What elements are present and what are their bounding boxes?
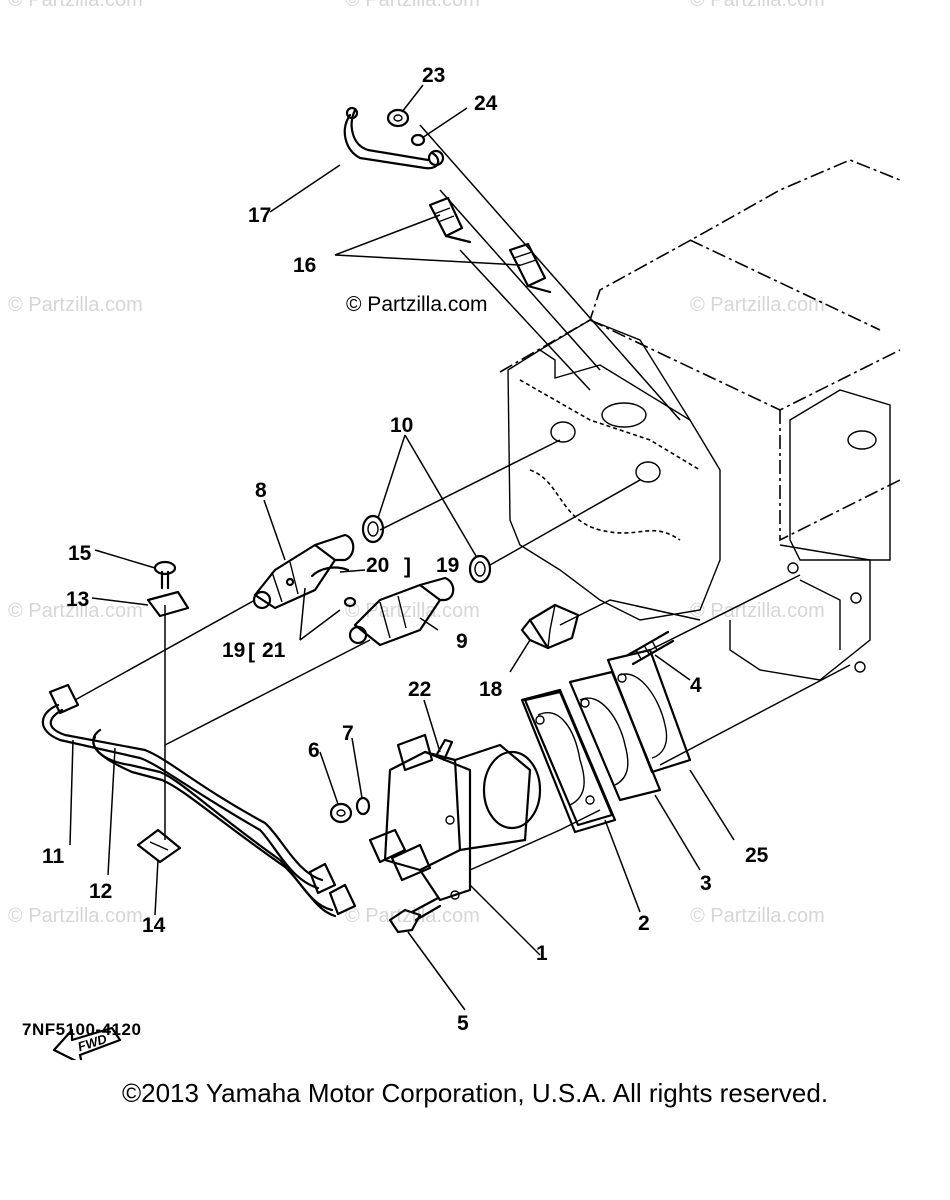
pump-bolt (388, 896, 442, 934)
bracket-mark: [ (248, 640, 255, 663)
callout-22: 22 (408, 678, 431, 701)
callout-1: 1 (536, 942, 548, 965)
callout-8: 8 (255, 479, 267, 502)
watermark: © Partzilla.com (8, 600, 143, 622)
callout-24: 24 (474, 92, 498, 115)
callout-17: 17 (248, 204, 271, 227)
watermark: © Partzilla.com (8, 0, 143, 11)
callout-5: 5 (457, 1012, 469, 1035)
watermark: © Partzilla.com (690, 600, 825, 622)
temperature-sensor (520, 603, 580, 650)
injector-nozzle (348, 576, 455, 647)
callout-15: 15 (68, 542, 92, 565)
callout-13: 13 (66, 588, 89, 611)
fuel-return-pipe (343, 106, 445, 170)
watermark: © Partzilla.com (8, 905, 143, 927)
callout-4: 4 (690, 674, 702, 697)
watermark-center: © Partzilla.com (346, 293, 488, 316)
pipe-clamp (136, 828, 182, 864)
watermark: © Partzilla.com (345, 905, 480, 927)
callout-11: 11 (42, 845, 65, 868)
callout-21: 21 (262, 639, 286, 662)
callout-20: 20 (366, 554, 389, 577)
gasket (520, 688, 617, 834)
callout-2: 2 (638, 912, 650, 935)
drawing-code: 7NF5100-4120 (22, 1020, 142, 1039)
o-ring (361, 514, 385, 544)
stud-bolt (626, 630, 675, 666)
callout-25: 25 (745, 844, 769, 867)
callout-16: 16 (293, 254, 316, 277)
watermark: © Partzilla.com (345, 600, 480, 622)
callout-14: 14 (142, 914, 166, 937)
glow-plug (428, 196, 472, 244)
callout-leaders (69, 84, 735, 1011)
exploded-parts-diagram: © Partzilla.com © Partzilla.com © Partzi… (8, 0, 901, 1060)
callout-3: 3 (700, 872, 712, 895)
callout-19: 19 (436, 554, 459, 577)
callout-6: 6 (308, 739, 320, 762)
gasket (568, 670, 662, 802)
callout-7: 7 (342, 722, 354, 745)
watermark: © Partzilla.com (690, 294, 825, 316)
callout-23: 23 (422, 64, 445, 87)
watermark-layer: © Partzilla.com © Partzilla.com © Partzi… (8, 0, 825, 927)
leak-off-fitting (310, 566, 357, 608)
fuel-injection-pump (368, 733, 542, 902)
watermark: © Partzilla.com (8, 294, 143, 316)
callout-12: 12 (89, 880, 112, 903)
axis-lines (74, 124, 851, 871)
callout-10: 10 (390, 414, 413, 437)
o-ring (468, 554, 492, 584)
engine-block (499, 159, 901, 681)
callout-labels: 23 24 17 16 10 8 15 13 20 ] 19 19 [ 21 9… (42, 64, 769, 1035)
copyright-notice: ©2013 Yamaha Motor Corporation, U.S.A. A… (121, 1078, 829, 1108)
injector-nozzle (252, 533, 355, 610)
bracket-mark: ] (404, 555, 411, 578)
callout-18: 18 (479, 678, 503, 701)
nut-and-washer (329, 796, 371, 824)
callout-19: 19 (222, 639, 245, 662)
watermark: © Partzilla.com (690, 0, 825, 11)
fuel-injection-pipes (41, 683, 357, 918)
screw-and-clamp (146, 560, 190, 618)
callout-9: 9 (456, 630, 468, 653)
glow-plug (508, 242, 552, 294)
watermark: © Partzilla.com (690, 905, 825, 927)
gasket (606, 648, 692, 774)
watermark: © Partzilla.com (345, 0, 480, 11)
nut-and-washer (386, 108, 426, 147)
